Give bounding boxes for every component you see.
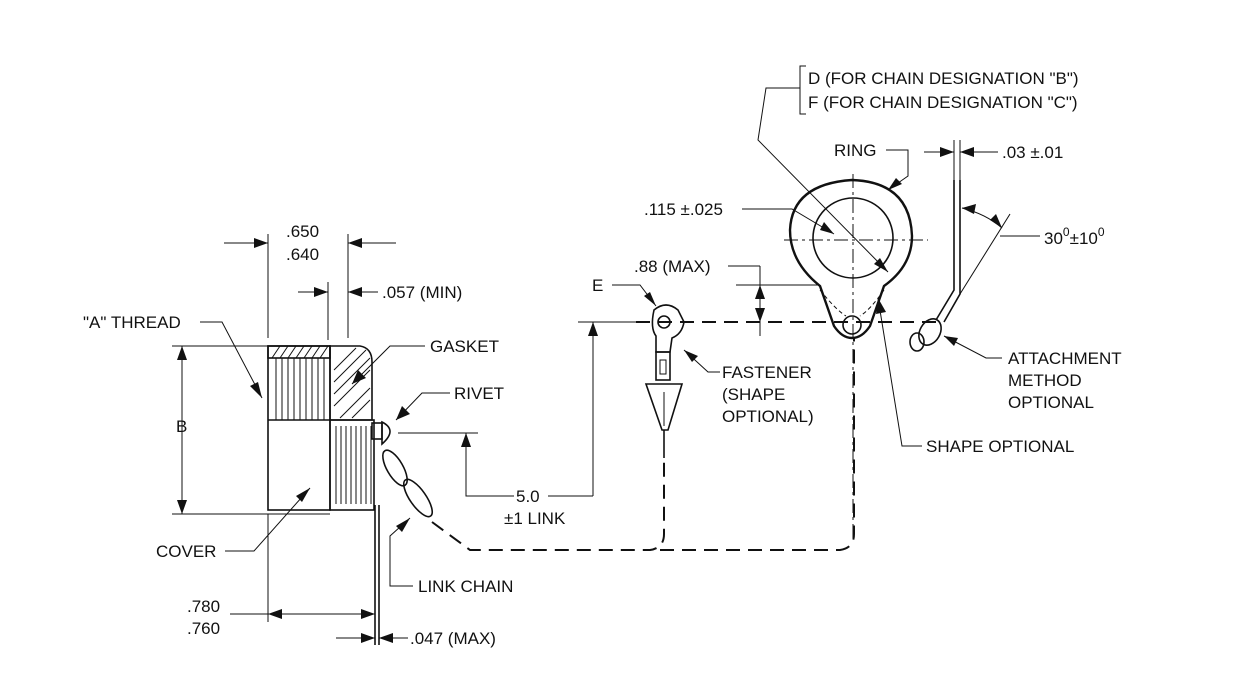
- label-attach-1: ATTACHMENT: [1008, 349, 1122, 368]
- label-dim-650: .650: [286, 222, 319, 241]
- chain-path: [431, 338, 855, 551]
- designation-bracket: [799, 65, 806, 115]
- fastener-clip: [644, 383, 684, 431]
- chain-length-dimension: [398, 321, 640, 497]
- chain-link-2: [402, 478, 434, 518]
- ring-hole: [842, 315, 862, 335]
- label-dim-780: .780: [187, 597, 220, 616]
- label-f-chain: F (FOR CHAIN DESIGNATION "C"): [808, 93, 1078, 112]
- label-a-thread: "A" THREAD: [83, 313, 181, 332]
- label-dim-03: .03 ±.01: [1002, 143, 1063, 162]
- left-dimensions: [172, 234, 450, 643]
- label-angle: 300±100: [1044, 225, 1105, 248]
- label-attach-3: OPTIONAL: [1008, 393, 1094, 412]
- rivet-head: [381, 420, 391, 446]
- gasket-hatching: [333, 347, 371, 419]
- label-link: ±1 LINK: [504, 509, 566, 528]
- label-dim-5-0: 5.0: [516, 487, 540, 506]
- label-dim-640: .640: [286, 245, 319, 264]
- label-rivet: RIVET: [454, 384, 504, 403]
- knurled-cover: [329, 419, 375, 511]
- label-fastener-1: FASTENER: [722, 363, 812, 382]
- label-shape-optional: SHAPE OPTIONAL: [926, 437, 1074, 456]
- label-link-chain: LINK CHAIN: [418, 577, 513, 596]
- label-e: E: [592, 276, 603, 295]
- label-dim-88: .88 (MAX): [634, 257, 711, 276]
- fastener-head: [651, 304, 685, 353]
- cap-body: [267, 345, 331, 511]
- ring: [636, 87, 940, 538]
- label-dim-047: .047 (MAX): [410, 629, 496, 648]
- label-ring: RING: [834, 141, 877, 160]
- label-attach-2: METHOD: [1008, 371, 1082, 390]
- label-gasket: GASKET: [430, 337, 499, 356]
- labels: .650 .640 .057 (MIN) "A" THREAD GASKET R…: [83, 69, 1122, 648]
- label-b: B: [176, 417, 187, 436]
- thread-hatching: [271, 345, 329, 359]
- label-cover: COVER: [156, 542, 216, 561]
- gasket-housing: [329, 345, 373, 421]
- label-dim-115: .115 ±.025: [644, 200, 723, 219]
- thread-band: [267, 345, 331, 359]
- thread-lines: [268, 358, 330, 421]
- cap-assembly: [267, 345, 434, 645]
- label-dim-057: .057 (MIN): [382, 283, 462, 302]
- chain-link-1: [382, 449, 408, 487]
- fastener: [612, 284, 720, 458]
- attachment-strip: [909, 140, 1040, 359]
- dim-88: [728, 265, 820, 336]
- ring-outline: [788, 178, 914, 340]
- knurl-lines: [335, 426, 372, 504]
- label-d-chain: D (FOR CHAIN DESIGNATION "B"): [808, 69, 1079, 88]
- label-fastener-3: OPTIONAL): [722, 407, 814, 426]
- label-fastener-2: (SHAPE: [722, 385, 785, 404]
- label-dim-760: .760: [187, 619, 220, 638]
